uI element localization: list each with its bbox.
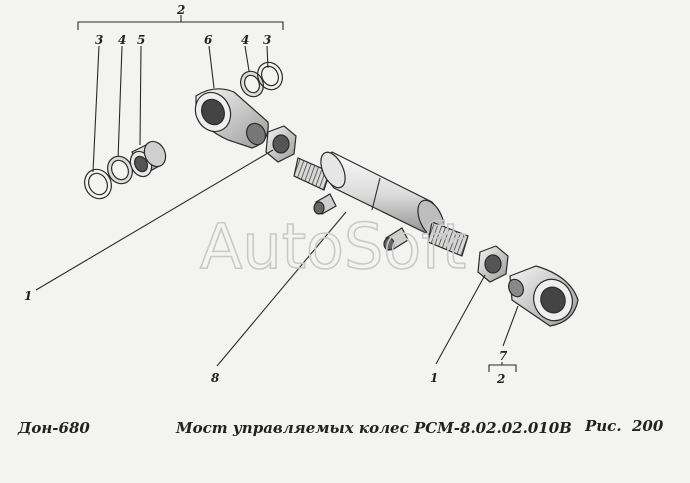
watermark: AutoSoft [200,210,466,283]
hex-nut-left [265,125,297,163]
washer-right [240,70,264,98]
rod-eye-right [508,265,579,327]
callout-4-right: 4 [241,33,249,47]
footer-model: Дон-680 [17,419,90,437]
figure-label: Рис. [584,417,622,435]
bushing-left [129,140,167,178]
leader-lines-bottom [35,149,519,367]
callout-5-left: 5 [137,33,145,47]
callout-6-left: 6 [204,33,213,47]
hydraulic-cylinder [293,151,469,257]
group-bracket-top: 2 [77,3,284,30]
callout-1-left: 1 [24,289,32,303]
callout-2-top: 2 [176,3,185,17]
callout-3-right: 3 [263,33,271,47]
snap-ring-left [84,168,112,200]
callout-2-bottom: 2 [496,372,505,386]
callout-3-left: 3 [95,33,103,47]
group-bracket-bottom: 7 2 [488,349,517,386]
footer-title: Мост управляемых колес РСМ-8.02.02.010В [175,419,572,437]
snap-ring-right [257,61,283,91]
callout-8: 8 [211,371,220,385]
hex-nut-right [477,245,509,283]
rod-eye-left [194,88,269,149]
washer-left [107,155,133,185]
figure-number: 200 [631,417,664,435]
callout-7: 7 [499,349,508,363]
leader-lines-top [92,45,269,173]
callout-4-left: 4 [118,33,126,47]
callout-1-right: 1 [430,371,438,385]
